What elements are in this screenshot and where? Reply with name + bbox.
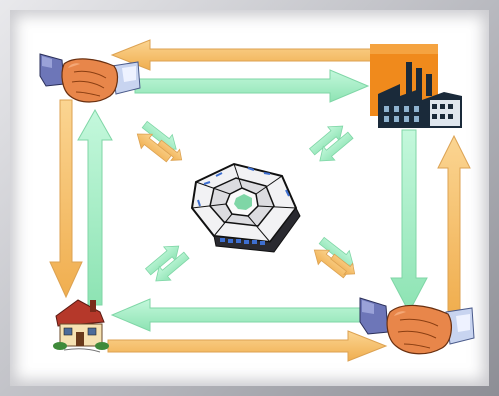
exchange-arrows-upper-left-2 — [157, 139, 183, 161]
arrow-right-orange-up — [437, 134, 471, 313]
exchange-arrows-lower-right-2 — [330, 253, 356, 275]
arrow-left-green-up — [77, 108, 113, 306]
pentagon-building-icon — [190, 162, 301, 253]
factory-icon — [370, 44, 462, 128]
arrow-top-orange-left — [110, 39, 379, 71]
handshake-icon — [359, 297, 475, 355]
arrow-right-green-down — [390, 129, 428, 314]
exchange-arrows-upper-left — [136, 120, 177, 163]
arrow-bottom-orange-right — [107, 330, 388, 362]
arrow-bottom-green-left — [110, 298, 371, 332]
handshake-icon — [39, 53, 141, 103]
arrow-top-green-right — [134, 69, 370, 103]
exchange-arrows-upper-right — [308, 125, 354, 162]
house-icon — [53, 299, 109, 353]
exchange-arrows-lower-left — [144, 245, 190, 282]
arrow-left-orange-down — [49, 99, 83, 299]
